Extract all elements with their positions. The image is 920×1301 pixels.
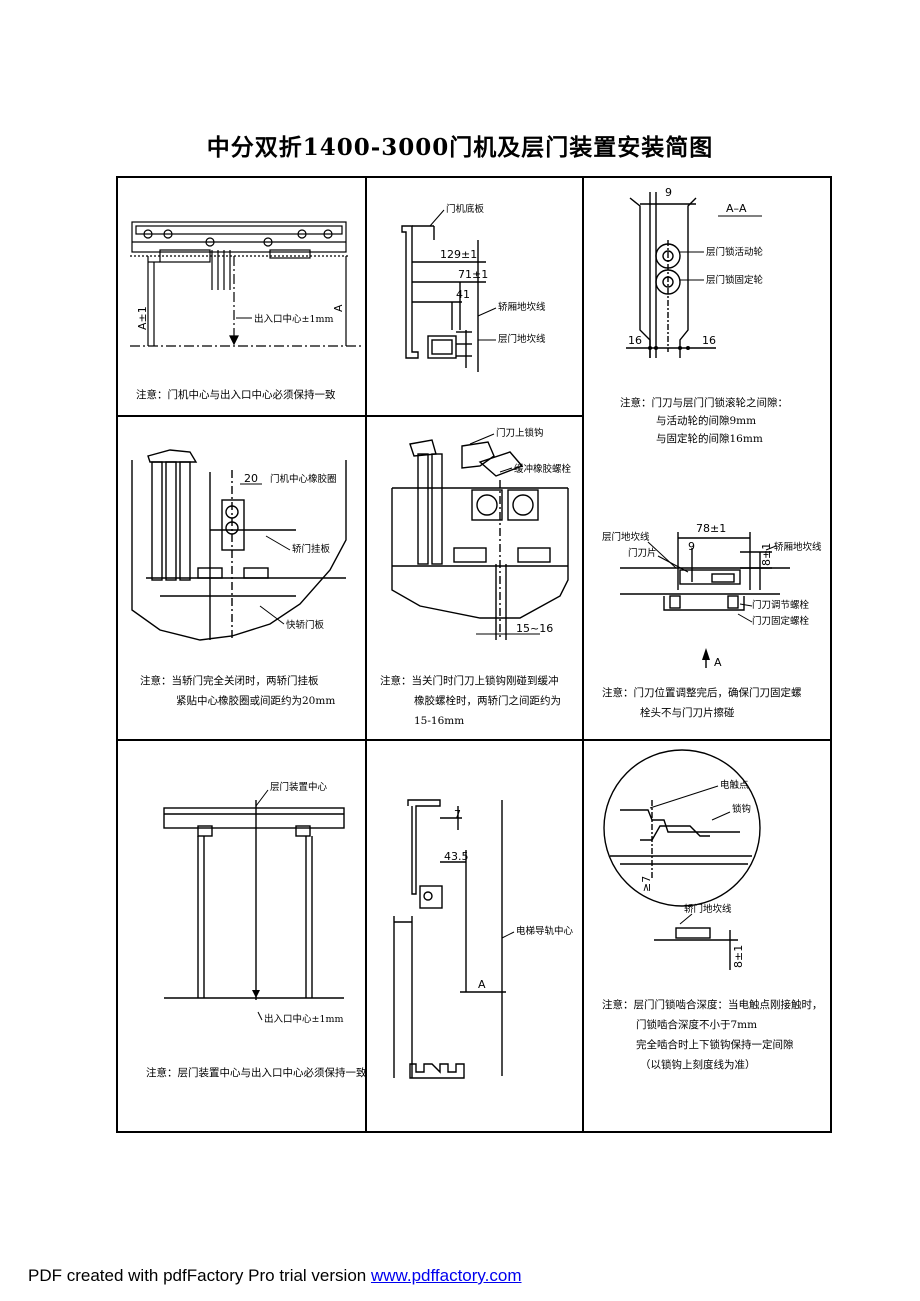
panel-1-center-label: 出入口中心±1mm <box>254 313 334 325</box>
panel-2-sill-section <box>401 225 486 372</box>
panel-6-label-fix-bolt: 门刀固定螺栓 <box>752 615 810 627</box>
panel-3-note-2: 与活动轮的间隙9mm <box>656 414 756 427</box>
panel-2-label-car-sill: 轿厢地坎线 <box>498 301 546 313</box>
panel-1-door-operator <box>130 221 362 347</box>
panel-2-dim-71: 71±1 <box>458 268 488 281</box>
panel-6-label-blade: 门刀片 <box>628 547 657 559</box>
panel-3-dim-16-left: 16 <box>628 334 642 347</box>
panel-1-dim-a-pm: A±1 <box>136 306 149 330</box>
panel-4-note-1: 注意：当轿门完全关闭时，两轿门挂板 <box>140 674 319 687</box>
panel-7-label-center: 层门装置中心 <box>270 781 328 793</box>
panel-3-section: A–A <box>726 202 747 215</box>
panel-2-dim-41: 41 <box>456 288 470 301</box>
panel-3-label-fixed: 层门锁固定轮 <box>706 274 764 286</box>
drawing-title: 中分双折1400-3000门机及层门装置安装简图 <box>206 134 714 161</box>
panel-9-label-contact: 电触点 <box>720 779 749 791</box>
panel-5-note-3: 15-16mm <box>414 715 464 727</box>
panel-6-dim-8: 8±1 <box>760 543 773 566</box>
panel-4-label-rubber: 门机中心橡胶圈 <box>270 473 337 485</box>
panel-7-note: 注意：层门装置中心与出入口中心必须保持一致 <box>146 1066 367 1079</box>
panel-5-note-1: 注意：当关门时门刀上锁钩刚碰到缓冲 <box>380 674 559 687</box>
panel-8-dim-a: A <box>478 978 486 991</box>
panel-4-note-2: 紧贴中心橡胶圈或间距约为20mm <box>176 694 335 707</box>
panel-3-dim-16-right: 16 <box>702 334 716 347</box>
panel-9-note-3: 完全啮合时上下锁钩保持一定间隙 <box>636 1038 794 1051</box>
panel-4-label-hanger: 轿门挂板 <box>292 543 331 555</box>
panel-8-dim-7: 7 <box>454 808 461 821</box>
panel-8-dim-43: 43.5 <box>444 850 469 863</box>
panel-2-dim-129: 129±1 <box>440 248 477 261</box>
panel-3-label-moving: 层门锁活动轮 <box>706 246 764 258</box>
panel-9-note-4: （以锁钩上刻度线为准） <box>640 1058 756 1071</box>
panel-9-note-2: 门锁啮合深度不小于7mm <box>636 1018 757 1031</box>
panel-9-note-1: 注意：层门门锁啮合深度：当电触点刚接触时， <box>602 998 823 1011</box>
panel-9-dim-7: ≥7 <box>640 876 653 892</box>
panel-3-lock-rollers <box>626 192 716 358</box>
panel-5-note-2: 橡胶螺栓时，两轿门之间距约为 <box>414 694 561 707</box>
panel-6-label-adjust-bolt: 门刀调节螺栓 <box>752 599 810 611</box>
panel-5-dim-gap: 15~16 <box>516 622 553 635</box>
panel-6-note-1: 注意：门刀位置调整完后，确保门刀固定螺 <box>602 686 802 699</box>
panel-6-dim-78: 78±1 <box>696 522 726 535</box>
panel-4-label-fast: 快轿门板 <box>286 619 325 631</box>
panel-4-dim-20: 20 <box>244 472 258 485</box>
panel-6-label-landing-sill: 层门地坎线 <box>602 531 650 543</box>
panel-5-label-hook: 门刀上锁钩 <box>496 427 544 439</box>
panel-5-door-knife <box>391 439 569 640</box>
panel-2-label-landing-sill: 层门地坎线 <box>498 333 546 345</box>
panel-9-label-hook: 锁钩 <box>732 803 751 815</box>
panel-4-door-hangers <box>131 449 347 641</box>
footer-link[interactable]: www.pdffactory.com <box>370 1266 522 1285</box>
panel-9-label-sill: 轿门地坎线 <box>684 903 732 915</box>
frame-grid <box>116 176 832 1133</box>
panel-3-dim-9: 9 <box>665 186 672 199</box>
panel-7-center-label: 出入口中心±1mm <box>264 1013 344 1025</box>
panel-5-label-bolt: 缓冲橡胶螺栓 <box>514 463 572 475</box>
panel-6-arrow-label: A <box>714 656 722 669</box>
footer-text: PDF created with pdfFactory Pro trial ve… <box>28 1266 371 1285</box>
panel-6-note-2: 栓头不与门刀片擦碰 <box>640 706 735 719</box>
panel-9-dim-8: 8±1 <box>732 945 745 968</box>
panel-1-note: 注意：门机中心与出入口中心必须保持一致 <box>136 388 336 401</box>
panel-8-sill-rail <box>393 799 506 1079</box>
panel-3-note-1: 注意：门刀与层门门锁滚轮之间隙： <box>620 396 788 409</box>
panel-3-note-3: 与固定轮的间隙16mm <box>656 432 763 445</box>
panel-6-dim-9: 9 <box>688 540 695 553</box>
panel-1-dim-a: A <box>332 304 345 312</box>
panel-2-label-base: 门机底板 <box>446 203 485 215</box>
panel-8-label-rail: 电梯导轨中心 <box>516 925 574 937</box>
pdf-footer: PDF created with pdfFactory Pro trial ve… <box>28 1266 522 1286</box>
panel-6-knife-adjust <box>620 532 790 611</box>
panel-9-lock-engagement <box>603 749 761 970</box>
panel-6-label-car-sill: 轿厢地坎线 <box>774 541 822 553</box>
panel-7-landing-door <box>163 800 345 1000</box>
